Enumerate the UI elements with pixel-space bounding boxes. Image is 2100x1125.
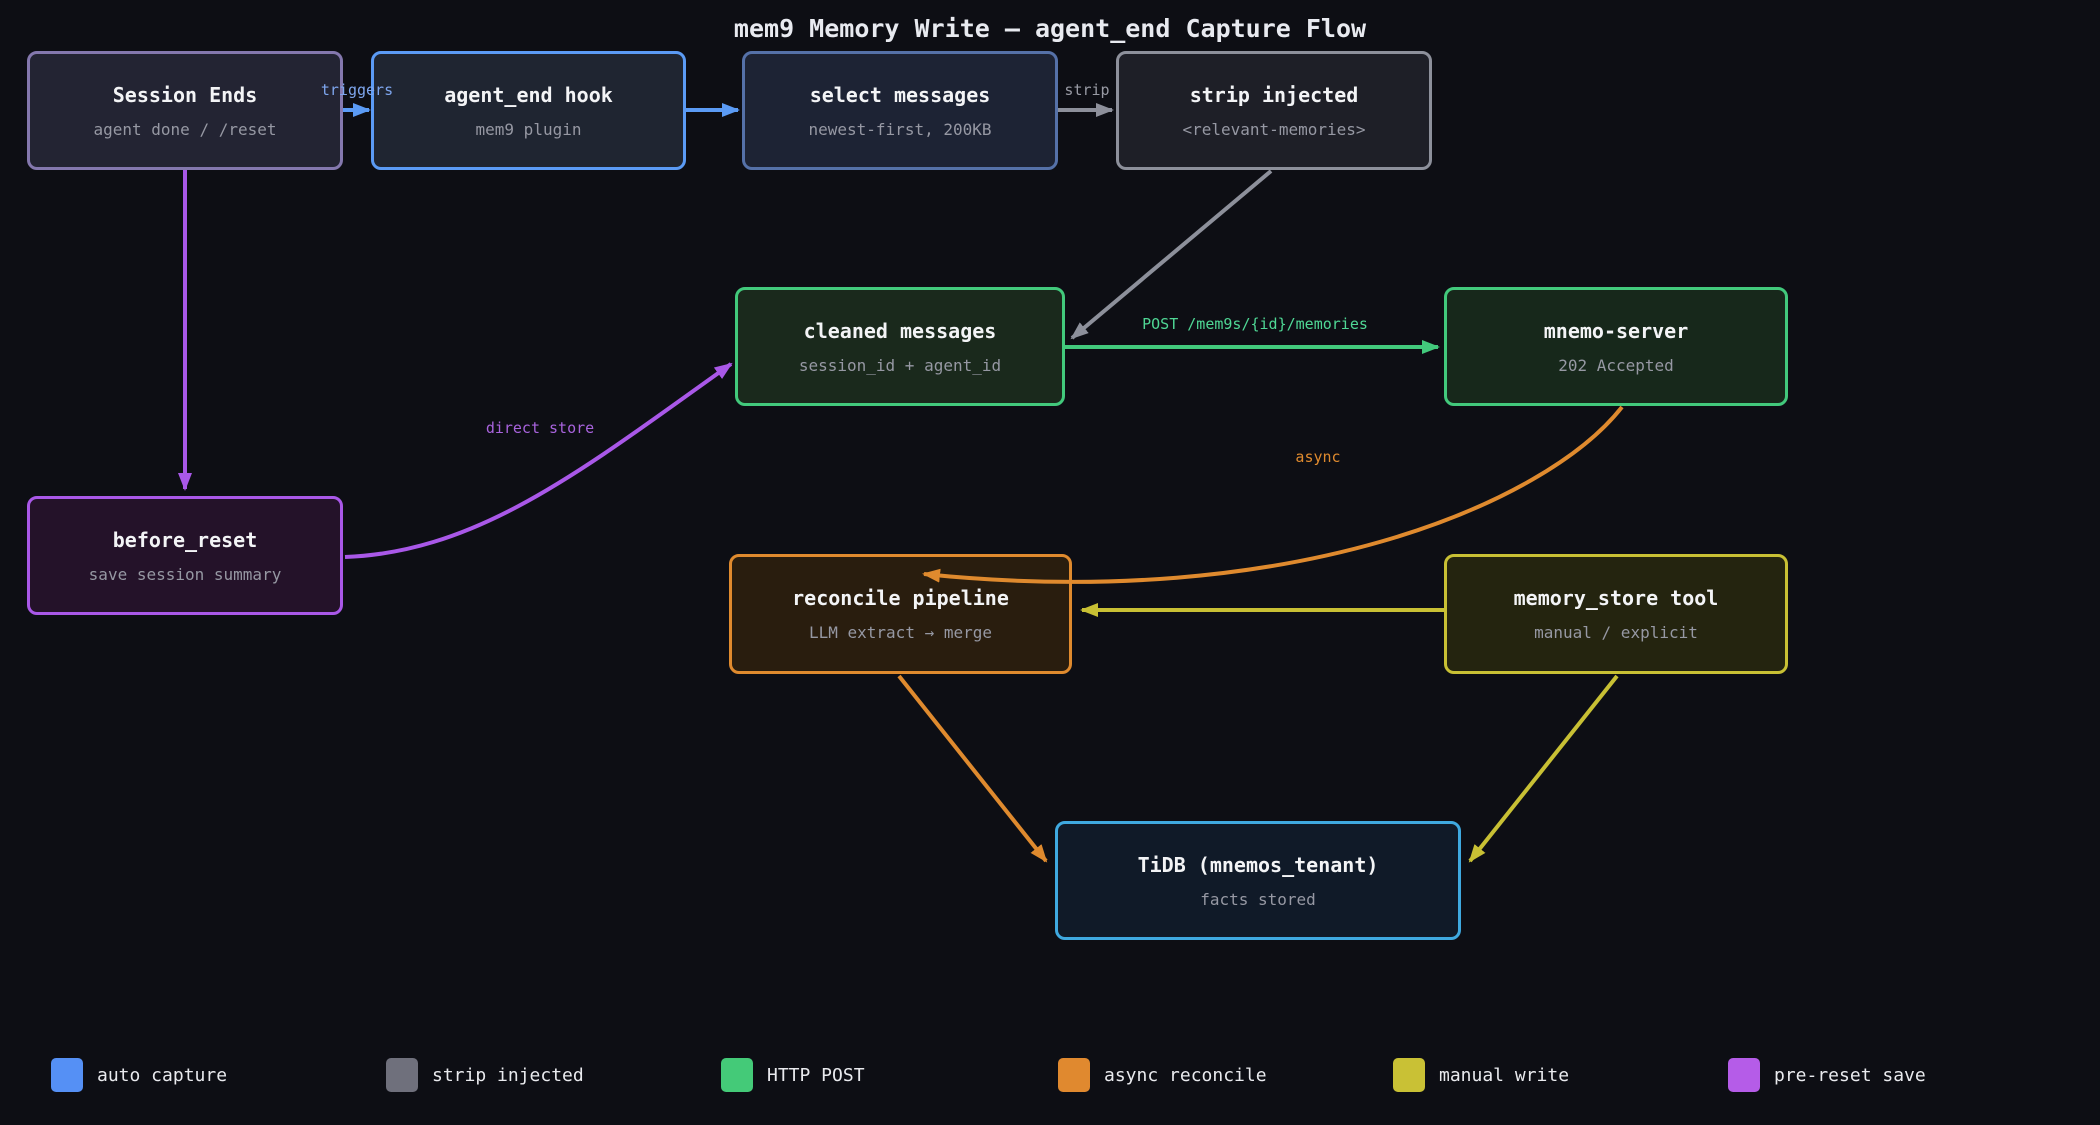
- node-title: cleaned messages: [803, 318, 997, 343]
- node-strip-injected: strip injected <relevant-memories>: [1116, 51, 1432, 170]
- node-mnemo-server: mnemo-server 202 Accepted: [1444, 287, 1788, 406]
- legend-label: pre-reset save: [1774, 1064, 1926, 1086]
- legend-item-auto-capture: auto capture: [51, 1058, 227, 1092]
- edge-label-post: POST /mem9s/{id}/memories: [1142, 315, 1368, 333]
- node-agent-end-hook: agent_end hook mem9 plugin: [371, 51, 686, 170]
- node-select-messages: select messages newest-first, 200KB: [742, 51, 1058, 170]
- node-title: memory_store tool: [1513, 586, 1719, 610]
- node-title: mnemo-server: [1543, 318, 1689, 343]
- edge-label-direct-store: direct store: [485, 419, 595, 437]
- node-tidb: TiDB (mnemos_tenant) facts stored: [1055, 821, 1461, 940]
- node-session-ends: Session Ends agent done / /reset: [27, 51, 343, 170]
- legend-item-manual-write: manual write: [1393, 1058, 1569, 1092]
- node-cleaned-messages: cleaned messages session_id + agent_id: [735, 287, 1065, 406]
- edge-label-triggers: triggers: [320, 81, 394, 99]
- legend-swatch-strip-injected: [386, 1058, 418, 1092]
- node-memory-store-tool: memory_store tool manual / explicit: [1444, 554, 1788, 674]
- legend-swatch-http-post: [721, 1058, 753, 1092]
- legend-label: HTTP POST: [767, 1064, 865, 1086]
- node-subtitle: LLM extract → merge: [808, 623, 993, 642]
- legend-item-pre-reset-save: pre-reset save: [1728, 1058, 1926, 1092]
- legend-item-http-post: HTTP POST: [721, 1058, 865, 1092]
- node-subtitle: newest-first, 200KB: [808, 119, 992, 139]
- node-title: before_reset: [112, 527, 258, 552]
- legend-swatch-pre-reset-save: [1728, 1058, 1760, 1092]
- node-before-reset: before_reset save session summary: [27, 496, 343, 615]
- node-reconcile-pipeline: reconcile pipeline LLM extract → merge: [729, 554, 1072, 674]
- node-subtitle: agent done / /reset: [93, 119, 277, 139]
- edge-direct-store-arrow: [344, 362, 733, 559]
- node-title: TiDB (mnemos_tenant): [1137, 852, 1379, 877]
- legend-label: strip injected: [432, 1064, 584, 1086]
- node-subtitle: session_id + agent_id: [798, 355, 1002, 375]
- legend-swatch-manual-write: [1393, 1058, 1425, 1092]
- edge-memory-store-to-tidb-arrow: [1468, 674, 1619, 863]
- node-title: select messages: [809, 82, 991, 107]
- node-subtitle: save session summary: [88, 564, 282, 584]
- node-subtitle: facts stored: [1200, 889, 1316, 909]
- node-title: reconcile pipeline: [792, 586, 1009, 610]
- edge-strip-to-cleaned-arrow: [1070, 169, 1273, 340]
- node-title: agent_end hook: [444, 82, 613, 107]
- edge-label-strip: strip: [1064, 81, 1110, 99]
- legend-swatch-async-reconcile: [1058, 1058, 1090, 1092]
- legend-swatch-auto-capture: [51, 1058, 83, 1092]
- edge-label-async: async: [1295, 448, 1341, 466]
- node-subtitle: 202 Accepted: [1558, 355, 1674, 375]
- legend-item-strip-injected: strip injected: [386, 1058, 584, 1092]
- legend-label: auto capture: [97, 1064, 228, 1086]
- node-subtitle: <relevant-memories>: [1182, 119, 1366, 139]
- node-title: Session Ends: [112, 82, 258, 107]
- edge-reconcile-to-tidb-arrow: [897, 674, 1048, 863]
- node-subtitle: mem9 plugin: [475, 119, 582, 139]
- node-subtitle: manual / explicit: [1534, 623, 1698, 642]
- legend-label: manual write: [1439, 1064, 1570, 1086]
- node-title: strip injected: [1189, 82, 1359, 107]
- diagram-title: mem9 Memory Write — agent_end Capture Fl…: [733, 14, 1367, 43]
- legend-item-async-reconcile: async reconcile: [1058, 1058, 1267, 1092]
- legend-label: async reconcile: [1104, 1064, 1267, 1086]
